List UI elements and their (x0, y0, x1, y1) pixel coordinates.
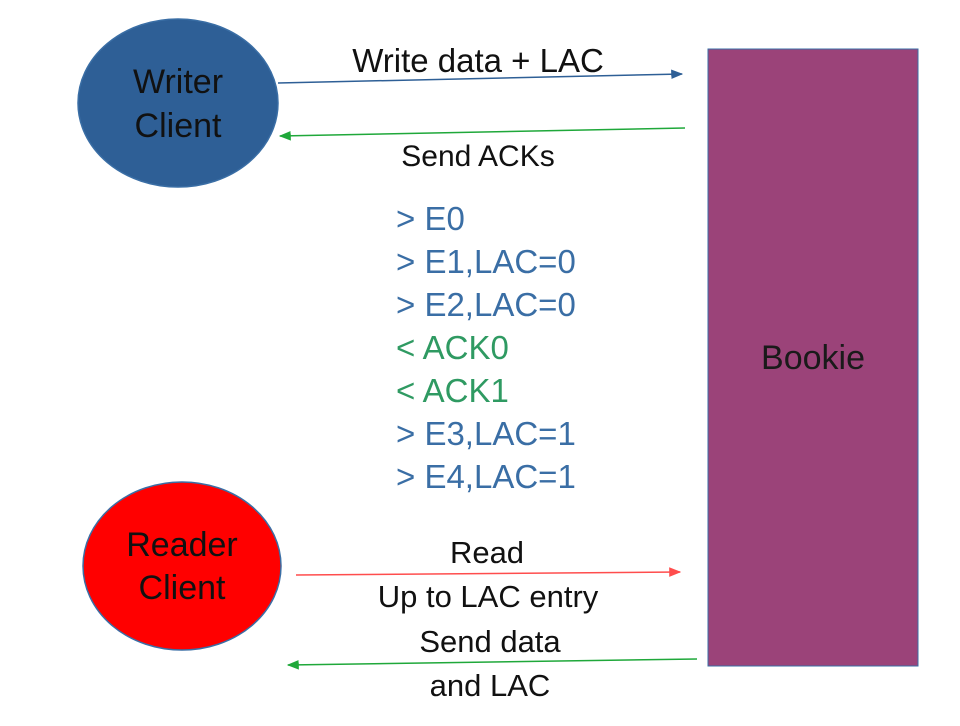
write-arrow (277, 69, 684, 84)
log-entry: > E3,LAC=1 (396, 415, 576, 452)
read-edge-label-line2: Up to LAC entry (378, 579, 599, 614)
ack-edge: Send ACKs (278, 127, 686, 173)
write-edge: Write data + LAC (277, 42, 684, 84)
writer-client-label-line2: Client (135, 107, 222, 145)
send-data-edge: Send data and LAC (286, 624, 698, 703)
writer-client-node: Writer Client (77, 18, 279, 188)
reader-client-node: Reader Client (82, 481, 282, 651)
send-data-edge-label-line2: and LAC (430, 668, 551, 703)
reader-client-label-line1: Reader (126, 526, 238, 564)
read-arrow (295, 567, 682, 577)
writer-client-label-line1: Writer (133, 63, 223, 101)
writer-client-circle (77, 18, 279, 188)
send-data-edge-label-line1: Send data (419, 624, 561, 659)
log-entry: > E1,LAC=0 (396, 243, 576, 280)
log-entry: > E0 (396, 200, 465, 237)
log-entry: < ACK1 (396, 372, 509, 409)
read-edge-label-line1: Read (450, 535, 524, 570)
reader-client-circle (82, 481, 282, 651)
send-data-arrow (286, 658, 698, 670)
log-entry: < ACK0 (396, 329, 509, 366)
bookie-label: Bookie (761, 339, 865, 377)
write-edge-label: Write data + LAC (352, 42, 604, 79)
ack-edge-label: Send ACKs (401, 140, 554, 173)
bookie-node: Bookie (707, 48, 919, 667)
log-entry: > E4,LAC=1 (396, 458, 576, 495)
read-edge: Read Up to LAC entry (295, 535, 682, 614)
ack-arrow (278, 127, 686, 141)
log-entry: > E2,LAC=0 (396, 286, 576, 323)
bookie-box (707, 48, 919, 667)
message-log: > E0 > E1,LAC=0 > E2,LAC=0 < ACK0 < ACK1 > E3… (396, 200, 576, 495)
reader-client-label-line2: Client (139, 569, 226, 607)
